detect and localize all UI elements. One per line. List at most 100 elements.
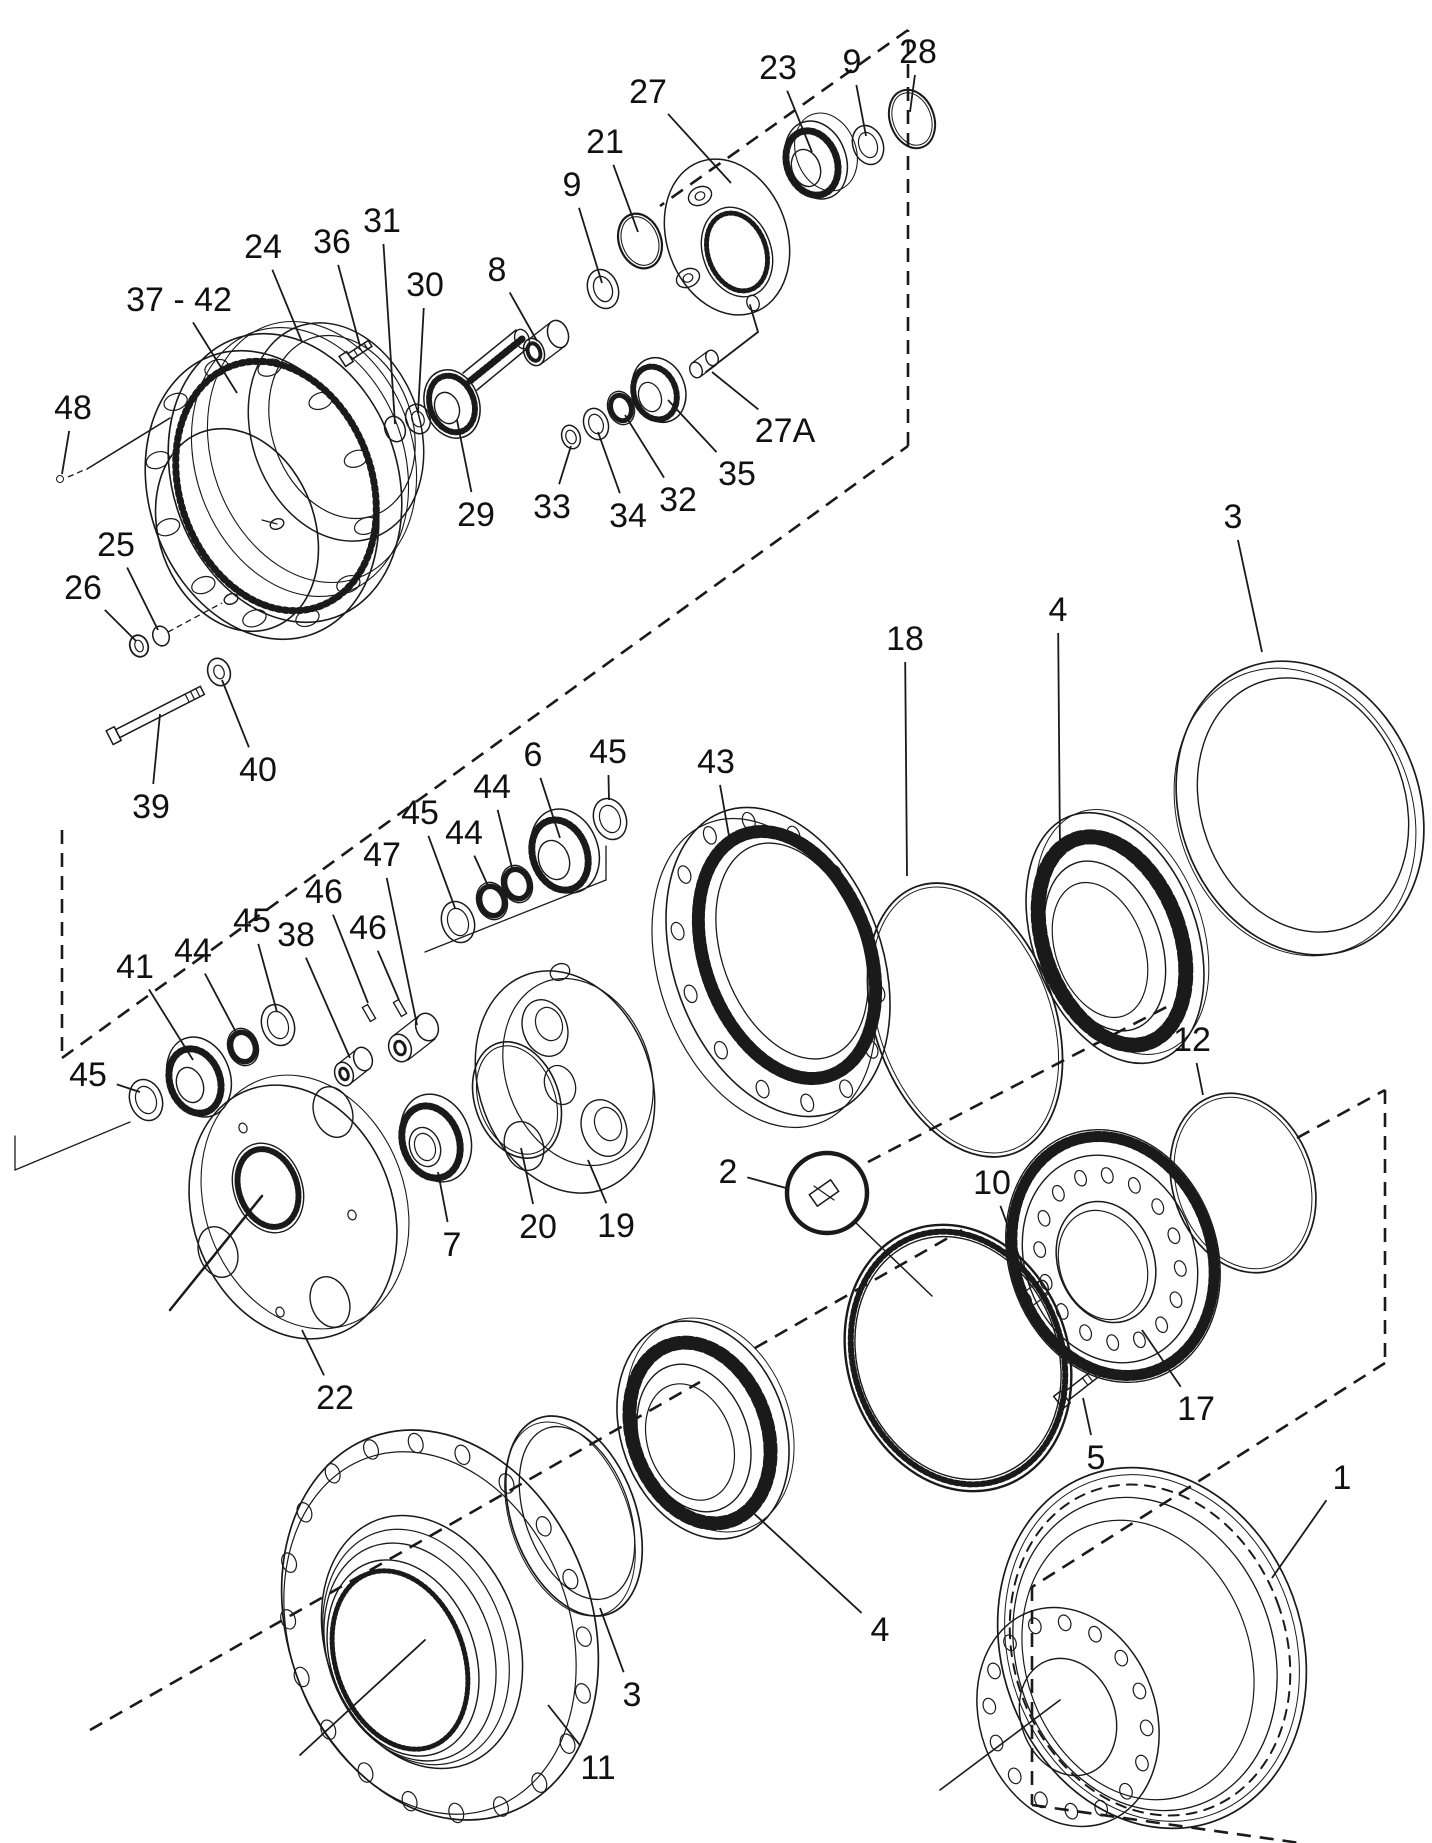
callout-leader-line [667,113,732,184]
callout-leader-line [520,1147,534,1205]
callout-label-41: 41 [116,948,154,986]
callout-label-45: 45 [589,733,627,771]
plane-boundary-dashed-line [867,998,1181,1164]
washer-45-lower-right [260,1003,296,1047]
callout-leader-line [337,264,361,347]
washer-33 [560,424,582,450]
callout-leader-line [427,835,456,909]
callout-label-4: 4 [1049,591,1068,629]
callout-label-45: 45 [69,1056,107,1094]
callout-label-11: 11 [580,1749,615,1787]
washer-30 [404,403,432,435]
o-ring-21 [616,212,664,270]
callout-leader-line [301,1329,325,1376]
thrust-ring-20 [471,1041,563,1159]
plug-o-ring-25 [151,625,171,647]
gasket-ring-18 [866,882,1064,1158]
callout-label-35: 35 [718,455,756,493]
callout-leader-line [305,957,351,1059]
plane-boundary-dashed-line [61,444,909,1060]
callout-leader-line [667,399,718,453]
callout-label-9: 9 [843,43,862,81]
kit-bracket-upper [424,845,607,953]
detail-circle-2 [784,1150,933,1297]
callout-label-44: 44 [445,814,483,852]
callout-leader-line [1057,632,1061,853]
callout-leader-line [257,943,278,1013]
callout-leader-line [382,243,396,425]
callout-label-10: 10 [973,1164,1011,1202]
callout-leader-line [221,679,250,748]
sun-gear-7 [398,1093,473,1183]
callout-label-31: 31 [363,202,401,240]
washer-45-lower-left [128,1078,164,1122]
bolt-5 [1052,1366,1103,1410]
callout-leader-line [786,90,813,153]
callout-label-48: 48 [54,389,92,427]
plane-boundary-dashed-line [1031,1361,1386,1589]
screw-48 [56,417,171,483]
callout-leader-line [711,371,759,411]
callout-label-3: 3 [1224,498,1243,536]
callout-leader-line [204,973,239,1037]
callout-label-25: 25 [97,526,135,564]
aux-dashed-line [167,602,223,633]
callout-label-26: 26 [64,569,102,607]
callout-leader-line [539,777,561,839]
callout-label-3: 3 [623,1676,642,1714]
callout-leader-line [148,988,194,1061]
callout-label-32: 32 [659,481,697,519]
callout-leader-line [747,1507,863,1614]
seal-ring-9 [586,268,620,310]
callout-leader-line [747,1176,787,1189]
callout-label-17: 17 [1177,1390,1215,1428]
callout-leader-line [612,164,639,233]
washer-40 [206,657,232,687]
callout-label-45: 45 [233,902,271,940]
callout-label-24: 24 [244,228,282,266]
pin-27A [689,349,719,379]
washer-45-upper-right [592,797,628,841]
o-ring-12 [1169,1092,1317,1274]
callout-label-7: 7 [443,1226,462,1264]
callout-label-45: 45 [401,794,439,832]
callout-label-38: 38 [277,916,315,954]
callout-leader-line [332,914,369,1004]
callout-label-22: 22 [316,1379,354,1417]
callout-label-30: 30 [406,266,444,304]
bearing-race-3-lower [504,1415,644,1617]
callout-label-28: 28 [899,33,937,71]
callout-label-5: 5 [1087,1439,1106,1477]
brake-housing-drum-37-42 [144,320,418,641]
callout-leader-line [624,414,665,479]
callout-label-40: 40 [239,751,277,789]
callout-leader-line [855,84,867,137]
callout-label-44: 44 [473,768,511,806]
carrier-22 [168,1074,410,1340]
callout-label-34: 34 [609,497,647,535]
callout-leader-line [909,74,916,113]
pin-46-right [392,998,408,1018]
callout-leader-line [599,1607,625,1673]
plane-boundary-dashed-line [1296,1088,1386,1140]
washer-45-upper-left [440,900,476,944]
hub-drum-1 [939,1466,1308,1830]
callout-leader-line [1271,1499,1328,1579]
callout-leader-line [1082,1397,1092,1436]
callout-leader-line [719,784,730,837]
callout-leader-line [607,774,610,801]
cover-ring-24 [247,322,425,542]
callout-label-44: 44 [174,932,212,970]
bolt-39 [105,685,206,746]
callout-leader-line [192,321,238,394]
callout-label-12: 12 [1173,1021,1211,1059]
callout-label-2: 2 [719,1153,738,1191]
callout-leader-line [1141,1329,1182,1388]
ring-gear-43 [651,806,891,1129]
gear-23 [782,112,858,200]
callout-label-6: 6 [524,736,543,774]
callout-label-27A: 27A [755,412,816,450]
bearing-4-upper [1025,809,1210,1065]
callout-leader-line [385,877,418,1026]
